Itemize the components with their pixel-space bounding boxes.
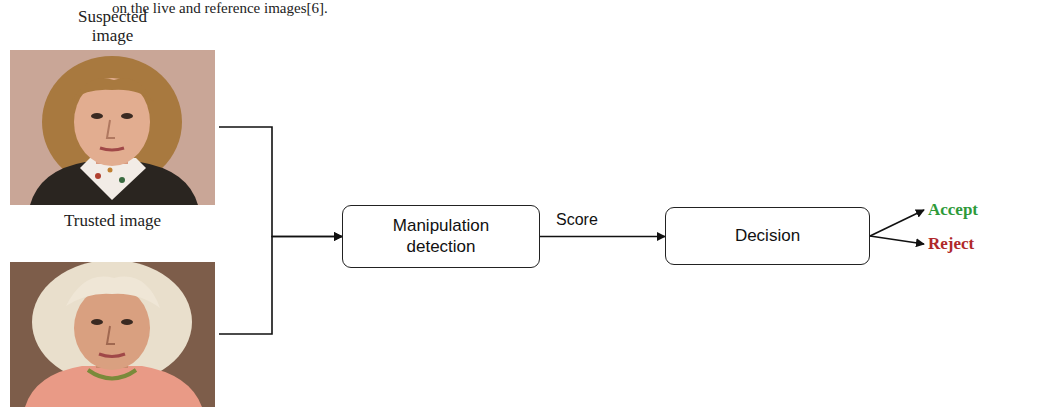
photo-background xyxy=(10,50,215,205)
outcome-text: Reject xyxy=(928,234,1010,254)
fringe xyxy=(66,277,160,308)
arrow-connector xyxy=(540,236,665,238)
outcome-text: Accept xyxy=(928,200,1010,220)
box-label: Manipulation detection xyxy=(366,216,516,257)
nose xyxy=(107,326,115,344)
box-label: Decision xyxy=(693,226,843,246)
image-panel: Suspected image xyxy=(10,8,215,205)
eye xyxy=(91,319,103,325)
scarf-dot xyxy=(108,168,113,173)
arrow-connector xyxy=(219,237,342,335)
scarf-dot xyxy=(95,173,101,179)
face-photo xyxy=(10,50,215,205)
face xyxy=(74,286,150,370)
outcome-label: Reject xyxy=(928,234,1010,254)
image-caption: Trusted image xyxy=(63,212,163,231)
scarf-dot xyxy=(119,177,125,183)
eye xyxy=(121,319,133,325)
face-photo xyxy=(10,262,215,407)
arrow-connector xyxy=(219,127,342,237)
fringe xyxy=(72,78,154,102)
arrow-connector xyxy=(870,236,924,244)
edge-label: Score xyxy=(554,211,600,229)
blouse xyxy=(25,366,202,407)
mouth xyxy=(99,354,125,357)
eye xyxy=(121,113,133,119)
process-box: Decision xyxy=(665,207,870,265)
necklace xyxy=(88,370,136,379)
eye xyxy=(91,113,103,119)
mouth xyxy=(100,148,124,150)
arrow-connector xyxy=(870,210,924,236)
hair xyxy=(32,262,192,384)
process-box: Manipulation detection xyxy=(342,205,540,268)
text-fragment: on the live and reference images[6]. xyxy=(112,0,328,17)
outcome-label: Accept xyxy=(928,200,1010,220)
image-panel: Trusted image xyxy=(10,212,215,408)
nose xyxy=(107,120,115,138)
